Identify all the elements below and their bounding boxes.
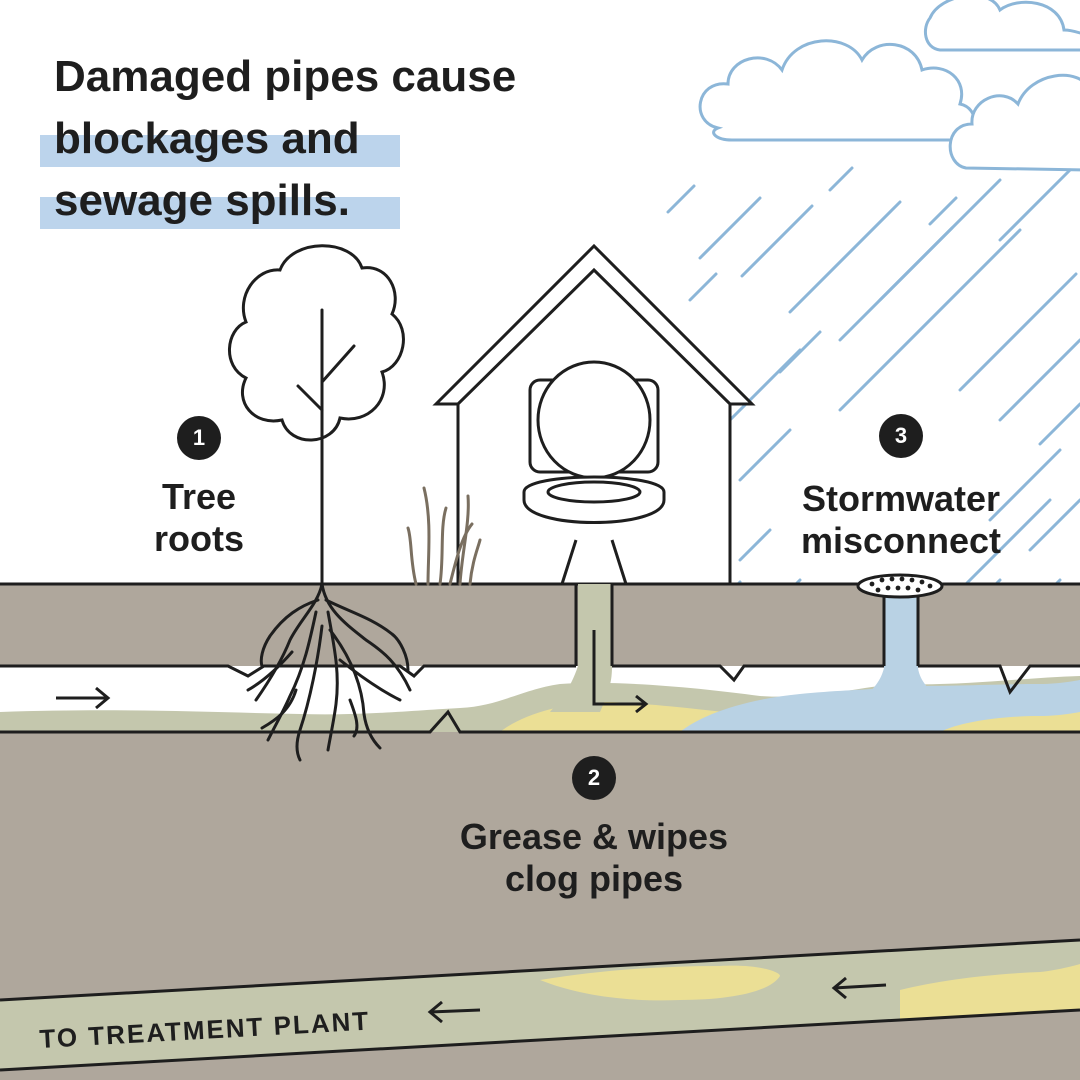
cloud-icon bbox=[698, 0, 1080, 172]
callout-2-badge: 2 bbox=[572, 756, 616, 800]
headline-line-2: blockages and bbox=[54, 114, 360, 163]
callout-3-label: Stormwater misconnect bbox=[770, 478, 1032, 562]
callout-1-line-1: Tree bbox=[161, 476, 237, 517]
callout-2-line-1: Grease & wipes bbox=[459, 816, 729, 857]
headline-highlight bbox=[40, 135, 400, 167]
headline-line-3: sewage spills. bbox=[54, 176, 350, 225]
headline: Damaged pipes cause blockages and sewage… bbox=[40, 46, 516, 232]
flow-arrow-icon bbox=[56, 686, 111, 710]
house-icon bbox=[432, 243, 756, 584]
callout-3-line-2: misconnect bbox=[800, 520, 1002, 561]
drain-grate-icon bbox=[856, 573, 944, 599]
callout-2-label: Grease & wipes clog pipes bbox=[424, 816, 764, 900]
callout-1-line-2: roots bbox=[154, 518, 244, 559]
callout-1-label: Tree roots bbox=[120, 476, 278, 560]
headline-highlight bbox=[40, 197, 400, 229]
callout-3-badge: 3 bbox=[879, 414, 923, 458]
headline-line-3-wrap: sewage spills. bbox=[40, 170, 516, 232]
callout-2-line-2: clog pipes bbox=[504, 858, 684, 899]
stormwater-drain-pipe bbox=[860, 594, 940, 700]
callout-3-line-1: Stormwater bbox=[801, 478, 1001, 519]
toilet-icon bbox=[522, 360, 666, 585]
grass-icon bbox=[406, 486, 482, 586]
headline-line-2-wrap: blockages and bbox=[40, 108, 516, 170]
tree-icon bbox=[228, 244, 412, 762]
headline-line-1: Damaged pipes cause bbox=[54, 52, 517, 101]
toilet-drain-pipe bbox=[550, 584, 649, 714]
callout-1-badge: 1 bbox=[177, 416, 221, 460]
main-sewer-pipe: TO TREATMENT PLANT bbox=[0, 938, 1080, 1072]
